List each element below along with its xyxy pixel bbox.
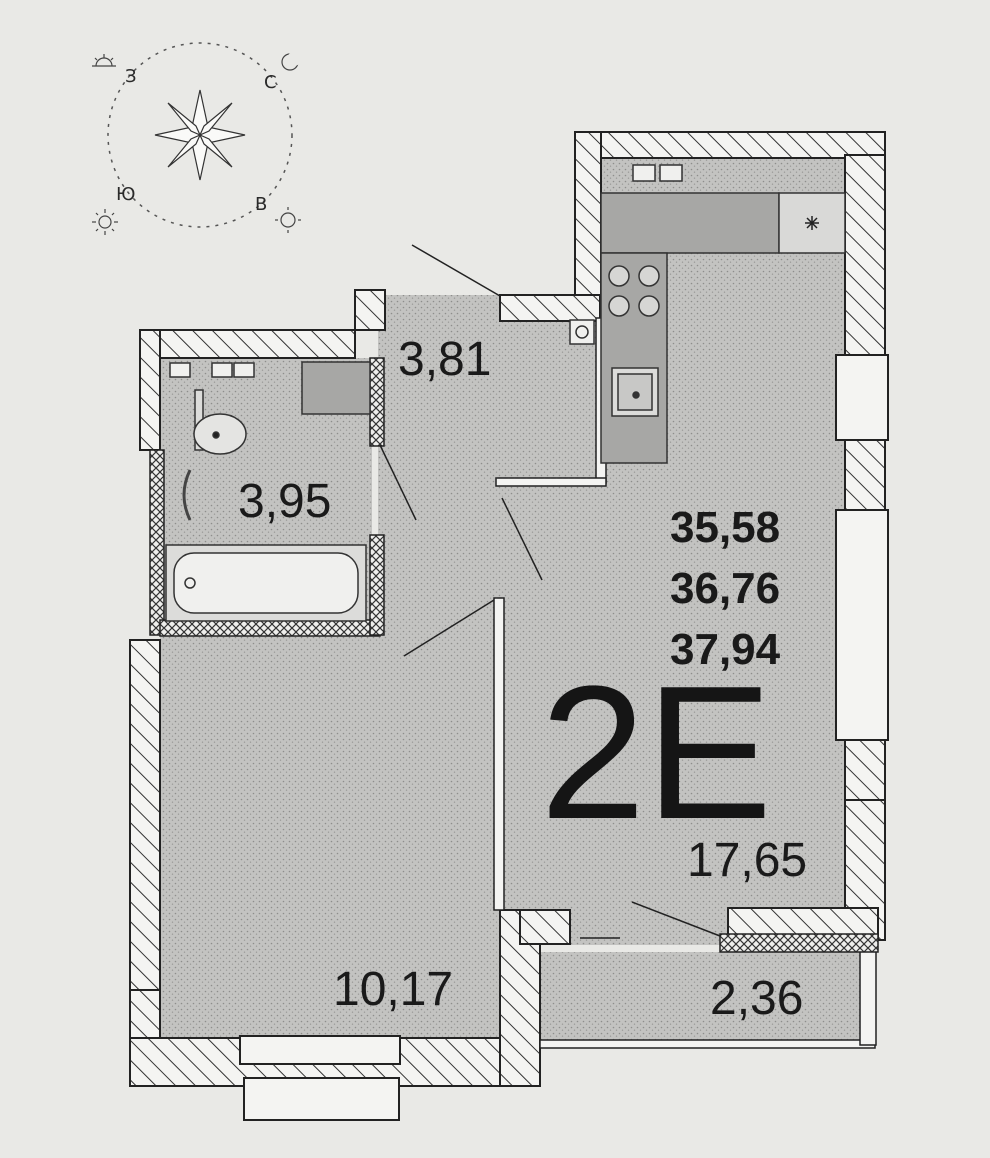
compass-east-label: В	[255, 194, 267, 215]
compass-south-label: Ю	[116, 184, 135, 205]
compass-west-label: З	[125, 66, 137, 87]
stove-icon	[608, 265, 660, 317]
moon-icon	[281, 52, 301, 71]
walls	[129, 131, 889, 1121]
sun-icon	[92, 209, 118, 235]
door-swings	[379, 244, 721, 939]
kitchen-fixtures	[569, 164, 846, 464]
sink-icon	[611, 367, 659, 417]
compass-rose-icon	[154, 89, 246, 181]
bathroom-fixtures	[165, 361, 371, 622]
compass: З С Ю В	[92, 42, 301, 235]
unit-type-label: 2Е	[540, 647, 772, 859]
hall-area-label: 3,81	[398, 333, 491, 386]
sun-outline-icon	[275, 207, 301, 233]
total-area-2: 36,76	[670, 564, 780, 613]
bedroom-area-label: 10,17	[333, 963, 453, 1016]
compass-north-label: С	[264, 72, 277, 93]
balcony-area-label: 2,36	[710, 972, 803, 1025]
exhaust-icon	[805, 216, 819, 230]
living-kitchen-area-label: 17,65	[687, 834, 807, 887]
total-area-3: 37,94	[670, 625, 781, 674]
toilet-icon	[193, 389, 247, 455]
total-area-1: 35,58	[670, 503, 780, 552]
sunrise-icon	[92, 54, 116, 67]
bathtub-icon	[165, 544, 367, 622]
bathroom-area-label: 3,95	[238, 475, 331, 528]
